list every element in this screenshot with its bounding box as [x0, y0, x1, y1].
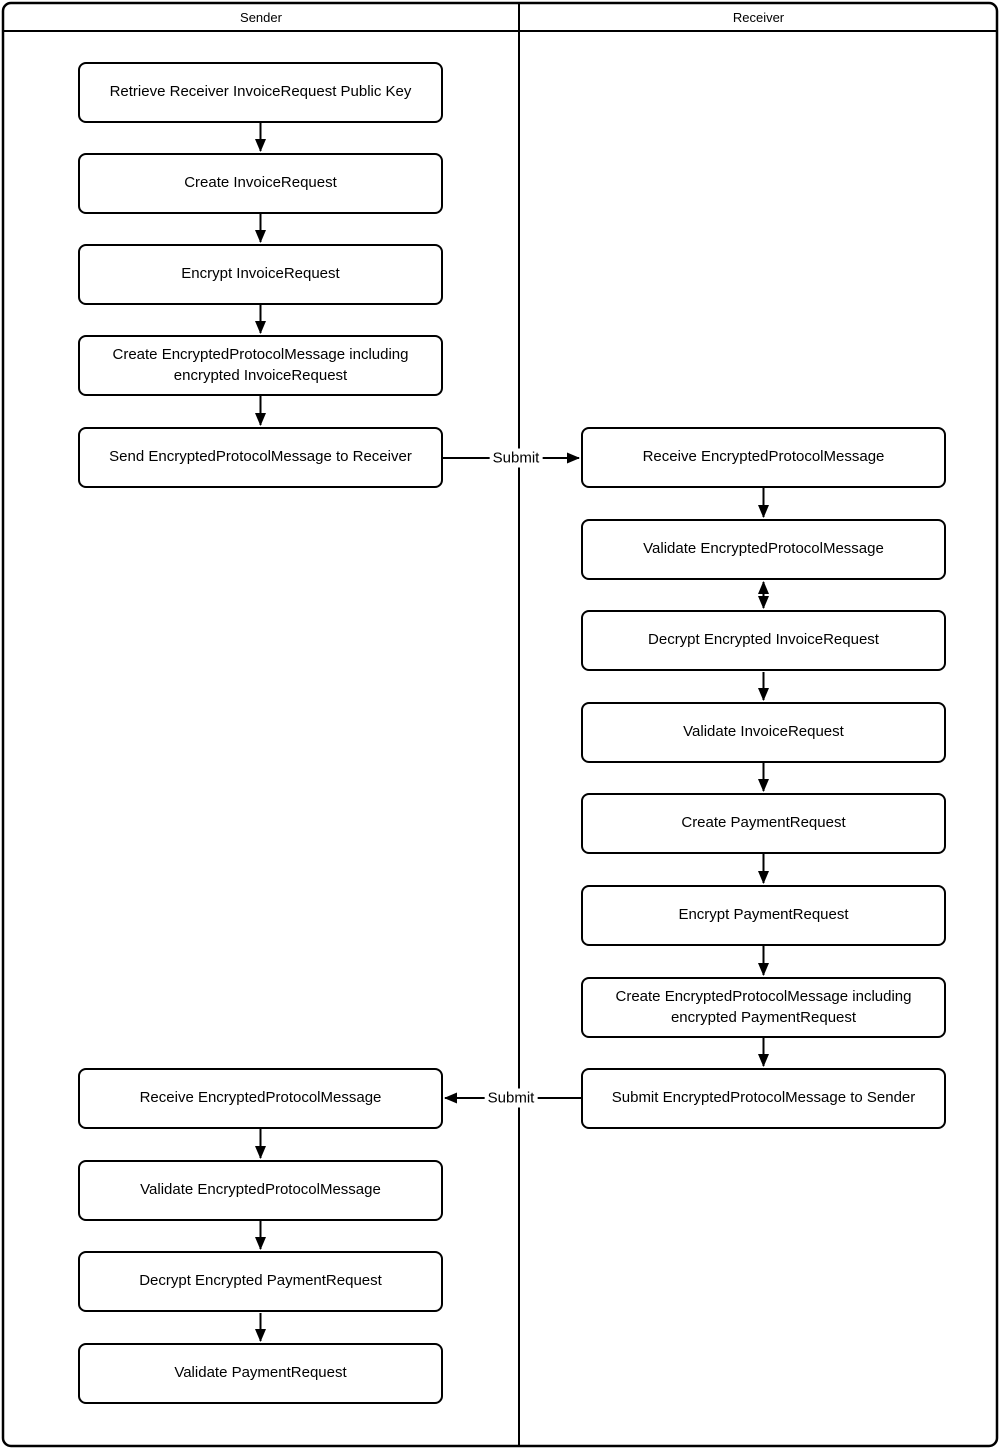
edge-label-submit-to-receiver: Submit [489, 448, 543, 468]
lane-header-receiver: Receiver [520, 3, 997, 31]
node-label: Validate PaymentRequest [174, 1364, 347, 1382]
edge-label-submit-to-sender: Submit [484, 1088, 538, 1108]
node-label: Encrypt InvoiceRequest [181, 265, 340, 283]
node-label: Create EncryptedProtocolMessage includin… [615, 988, 912, 1026]
node-label: Create EncryptedProtocolMessage includin… [112, 346, 409, 384]
node-create-invoicerequest: Create InvoiceRequest [78, 153, 443, 214]
lane-header-sender: Sender [3, 3, 519, 31]
node-label: Create PaymentRequest [681, 814, 846, 832]
node-submit-encryptedprotocolmessage-to-sender: Submit EncryptedProtocolMessage to Sende… [581, 1068, 946, 1129]
node-create-encryptedprotocolmessage-paymentrequest: Create EncryptedProtocolMessage includin… [581, 977, 946, 1038]
node-create-encryptedprotocolmessage-invoicerequest: Create EncryptedProtocolMessage includin… [78, 335, 443, 396]
node-label: Send EncryptedProtocolMessage to Receive… [109, 448, 412, 466]
node-label: Decrypt Encrypted InvoiceRequest [648, 631, 879, 649]
node-receive-encryptedprotocolmessage-receiver: Receive EncryptedProtocolMessage [581, 427, 946, 488]
node-send-encryptedprotocolmessage-to-receiver: Send EncryptedProtocolMessage to Receive… [78, 427, 443, 488]
node-label: Validate EncryptedProtocolMessage [140, 1181, 381, 1199]
node-label: Submit EncryptedProtocolMessage to Sende… [611, 1089, 916, 1107]
node-encrypt-paymentrequest: Encrypt PaymentRequest [581, 885, 946, 946]
node-validate-paymentrequest: Validate PaymentRequest [78, 1343, 443, 1404]
node-label: Receive EncryptedProtocolMessage [139, 1089, 382, 1107]
node-label: Retrieve Receiver InvoiceRequest Public … [109, 83, 412, 101]
node-label: Decrypt Encrypted PaymentRequest [139, 1272, 382, 1290]
lane-header-receiver-label: Receiver [732, 9, 785, 25]
node-decrypt-encrypted-invoicerequest: Decrypt Encrypted InvoiceRequest [581, 610, 946, 671]
node-retrieve-receiver-invoicerequest-public-key: Retrieve Receiver InvoiceRequest Public … [78, 62, 443, 123]
node-create-paymentrequest: Create PaymentRequest [581, 793, 946, 854]
node-decrypt-encrypted-paymentrequest: Decrypt Encrypted PaymentRequest [78, 1251, 443, 1312]
node-label: Validate EncryptedProtocolMessage [643, 540, 884, 558]
lane-header-sender-label: Sender [240, 9, 282, 25]
node-label: Receive EncryptedProtocolMessage [642, 448, 885, 466]
node-label: Validate InvoiceRequest [683, 723, 844, 741]
node-encrypt-invoicerequest: Encrypt InvoiceRequest [78, 244, 443, 305]
node-validate-invoicerequest: Validate InvoiceRequest [581, 702, 946, 763]
node-label: Encrypt PaymentRequest [678, 906, 849, 924]
node-label: Create InvoiceRequest [184, 174, 337, 192]
node-validate-encryptedprotocolmessage-receiver: Validate EncryptedProtocolMessage [581, 519, 946, 580]
node-receive-encryptedprotocolmessage-sender: Receive EncryptedProtocolMessage [78, 1068, 443, 1129]
node-validate-encryptedprotocolmessage-sender: Validate EncryptedProtocolMessage [78, 1160, 443, 1221]
